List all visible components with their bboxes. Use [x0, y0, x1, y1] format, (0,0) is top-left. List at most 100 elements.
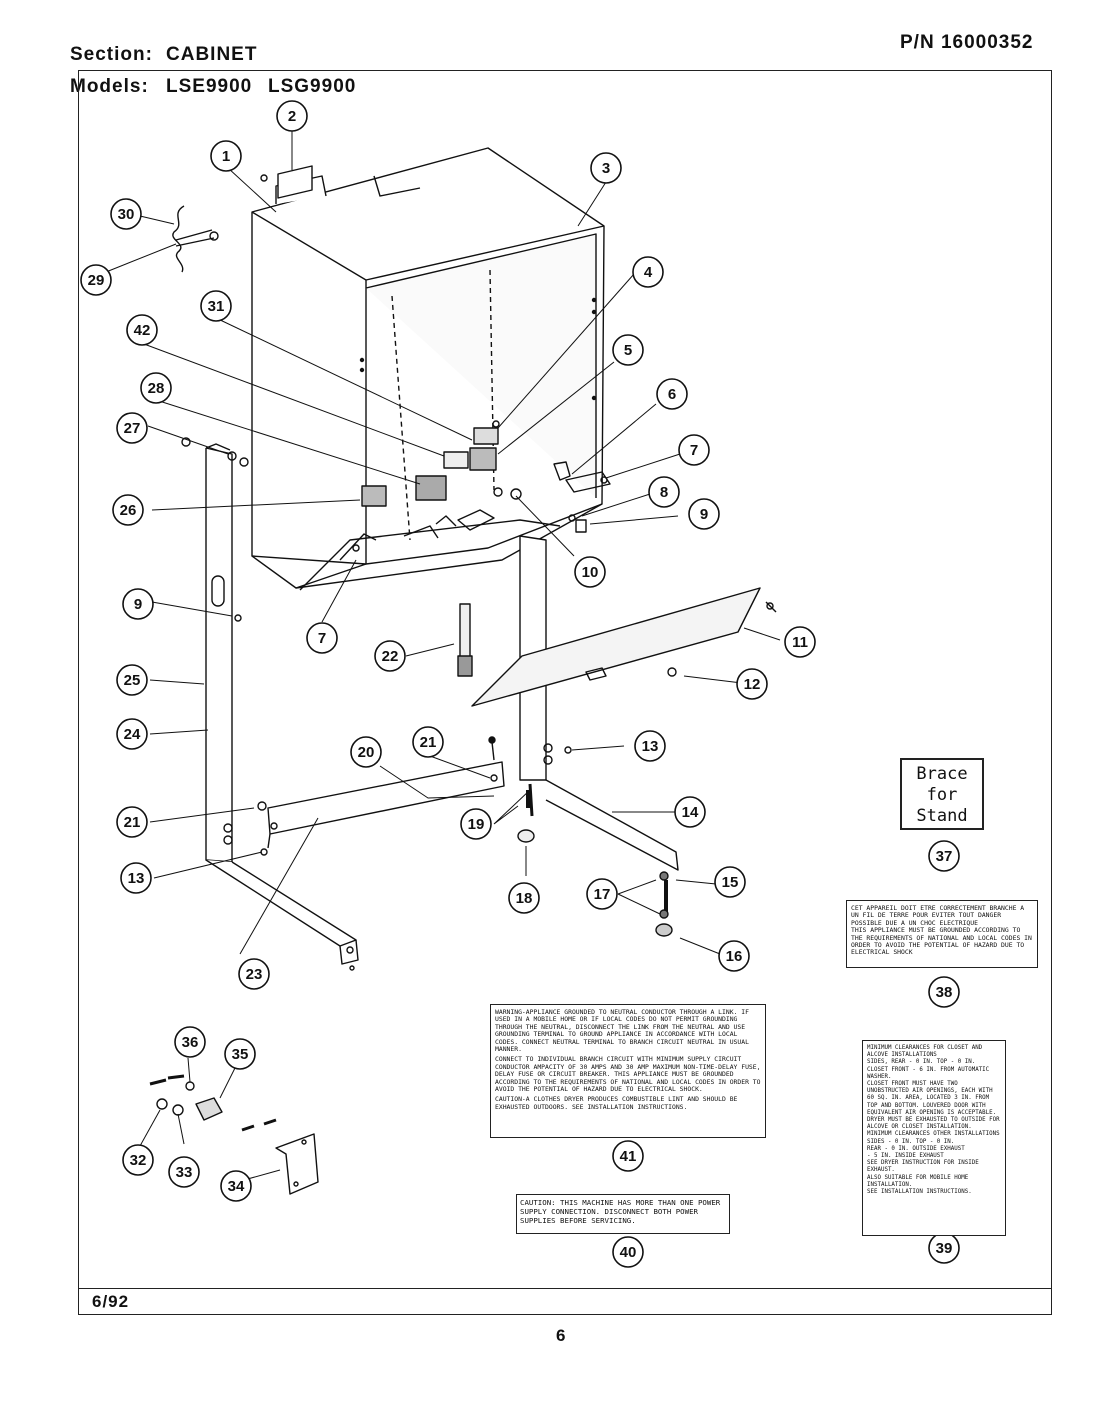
callout-12: 12: [736, 668, 768, 700]
callout-number: 16: [726, 948, 743, 965]
warning-label-41: WARNING-APPLIANCE GROUNDED TO NEUTRAL CO…: [490, 1004, 766, 1138]
callout-14: 14: [674, 796, 706, 828]
callout-circle: [140, 372, 172, 404]
callout-circle: [612, 1236, 644, 1268]
grounding-label-38: CET APPAREIL DOIT ETRE CORRECTEMENT BRAN…: [846, 900, 1038, 968]
callout-circle: [80, 264, 112, 296]
callout-circle: [508, 882, 540, 914]
callout-circle: [714, 866, 746, 898]
top-panel: [471, 587, 777, 707]
right-leg-rail: [519, 535, 679, 871]
callout-number: 38: [936, 984, 953, 1001]
callout-number: 5: [624, 342, 632, 359]
callout-4: 4: [632, 256, 664, 288]
callout-24: 24: [116, 718, 148, 750]
callout-number: 29: [88, 272, 105, 289]
callout-circle: [220, 1170, 252, 1202]
clearance-label-39: MINIMUM CLEARANCES FOR CLOSET AND ALCOVE…: [862, 1040, 1006, 1236]
callout-7: 7: [306, 622, 338, 654]
callout-number: 17: [594, 886, 611, 903]
callout-circle: [928, 840, 960, 872]
callout-circle: [122, 588, 154, 620]
brace-line-1: Brace: [916, 764, 968, 784]
callout-23: 23: [238, 958, 270, 990]
revision-date: 6/92: [92, 1292, 130, 1311]
callout-number: 2: [288, 108, 296, 125]
callout-number: 13: [128, 870, 145, 887]
callout-6: 6: [656, 378, 688, 410]
callout-number: 28: [148, 380, 165, 397]
callout-circle: [928, 976, 960, 1008]
model-2: LSG9900: [268, 76, 357, 97]
callout-13: 13: [634, 730, 666, 762]
terminal-blocks: [361, 420, 522, 507]
callout-number: 21: [420, 734, 437, 751]
callout-circle: [224, 1038, 256, 1070]
callout-number: 10: [582, 564, 599, 581]
callout-number: 12: [744, 676, 761, 693]
callout-37: 37: [928, 840, 960, 872]
caution-label-40: CAUTION: THIS MACHINE HAS MORE THAN ONE …: [516, 1194, 730, 1234]
callout-group: 1234567891011121314151617181920212223242…: [80, 100, 960, 1268]
callout-5: 5: [612, 334, 644, 366]
callout-25: 25: [116, 664, 148, 696]
callout-8: 8: [648, 476, 680, 508]
leader-lines: [105, 130, 781, 1181]
callout-number: 18: [516, 890, 533, 907]
model-1: LSE9900: [166, 76, 253, 97]
callout-29: 29: [80, 264, 112, 296]
callout-circle: [238, 958, 270, 990]
callout-number: 41: [620, 1148, 637, 1165]
callout-9: 9: [122, 588, 154, 620]
label-41-warning: WARNING-APPLIANCE GROUNDED TO NEUTRAL CO…: [495, 1008, 753, 1054]
callout-38: 38: [928, 976, 960, 1008]
callout-circle: [126, 314, 158, 346]
callout-circle: [116, 806, 148, 838]
callout-16: 16: [718, 940, 750, 972]
callout-circle: [574, 556, 606, 588]
callout-35: 35: [224, 1038, 256, 1070]
callout-1: 1: [210, 140, 242, 172]
callout-9: 9: [688, 498, 720, 530]
callout-number: 33: [176, 1164, 193, 1181]
callout-circle: [276, 100, 308, 132]
callout-28: 28: [140, 372, 172, 404]
callout-18: 18: [508, 882, 540, 914]
callout-39: 39: [928, 1232, 960, 1264]
callout-circle: [586, 878, 618, 910]
callout-21: 21: [412, 726, 444, 758]
callout-2: 2: [276, 100, 308, 132]
callout-circle: [612, 1140, 644, 1172]
callout-33: 33: [168, 1156, 200, 1188]
brace-line-3: Stand: [916, 806, 968, 826]
callout-circle: [674, 796, 706, 828]
left-leg-rail: [205, 443, 359, 971]
callout-circle: [374, 640, 406, 672]
callout-30: 30: [110, 198, 142, 230]
callout-number: 22: [382, 648, 399, 665]
callout-circle: [632, 256, 664, 288]
callout-circle: [110, 198, 142, 230]
callout-circle: [210, 140, 242, 172]
callout-circle: [116, 718, 148, 750]
callout-number: 7: [318, 630, 326, 647]
callout-circle: [350, 736, 382, 768]
callout-11: 11: [784, 626, 816, 658]
callout-number: 27: [124, 420, 141, 437]
callout-number: 25: [124, 672, 141, 689]
callout-circle: [174, 1026, 206, 1058]
label-40-text: CAUTION: THIS MACHINE HAS MORE THAN ONE …: [520, 1198, 725, 1225]
callout-32: 32: [122, 1144, 154, 1176]
callout-number: 37: [936, 848, 953, 865]
callout-number: 1: [222, 148, 230, 165]
callout-circle: [116, 664, 148, 696]
callout-7: 7: [678, 434, 710, 466]
callout-number: 7: [690, 442, 698, 459]
callout-number: 19: [468, 816, 485, 833]
page-number: 6: [556, 1326, 567, 1345]
cross-brace: [257, 736, 505, 849]
callout-number: 42: [134, 322, 151, 339]
callout-20: 20: [350, 736, 382, 768]
section-label: Section:: [70, 44, 153, 65]
callout-circle: [634, 730, 666, 762]
